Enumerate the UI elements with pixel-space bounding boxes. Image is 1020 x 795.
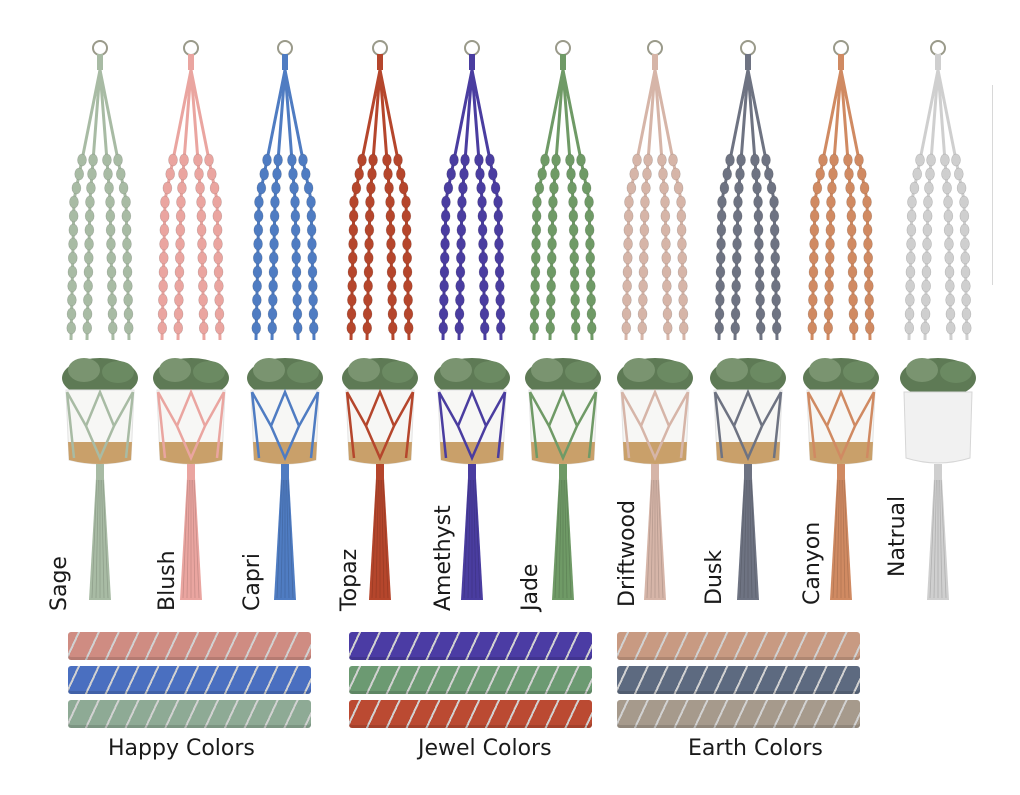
braided-swatch-row [349,666,592,694]
macrame-hanger-illustration [434,40,510,600]
hanger-natural: Natrual [885,40,986,610]
hanger-jade: Jade [515,40,611,611]
hanger-label: Natrual [885,495,910,577]
hanger-sage: Sage [47,40,148,611]
macrame-hanger-illustration [900,40,976,600]
hanger-label: Driftwood [615,500,640,607]
braided-swatch-row [68,666,311,694]
macrame-hanger-illustration [803,40,879,600]
image-edge-divider [992,85,993,285]
braided-swatch-row [68,700,311,728]
braided-swatch-row [349,632,592,660]
hanger-label: Capri [240,553,265,611]
macrame-hanger-illustration [153,40,229,600]
hanger-label: Dusk [702,549,727,605]
hanger-blush: Blush [143,40,239,611]
hanger-topaz: Topaz [332,40,428,611]
hanger-label: Blush [155,550,180,611]
braided-swatch-row [617,632,860,660]
hanger-driftwood: Driftwood [607,40,703,610]
macrame-hanger-illustration [525,40,601,600]
hanger-label: Jade [518,563,543,611]
group-label-happy: Happy Colors [108,736,255,761]
group-label-earth: Earth Colors [688,736,823,761]
hanger-label: Amethyst [431,505,456,611]
macrame-hanger-illustration [342,40,418,600]
hanger-capri: Capri [237,40,333,611]
braided-swatch-row [617,666,860,694]
macrame-hanger-illustration [62,40,138,600]
group-label-jewel: Jewel Colors [418,736,552,761]
braided-swatch-row [68,632,311,660]
macrame-hanger-illustration [617,40,693,600]
hanger-label: Sage [47,556,72,611]
macrame-hanger-illustration [247,40,323,600]
macrame-hanger-illustration [710,40,786,600]
hanger-dusk: Dusk [700,40,796,610]
braided-swatch-row [617,700,860,728]
hanger-canyon: Canyon [793,40,889,610]
braided-swatch-row [349,700,592,728]
hanger-label: Topaz [337,548,362,611]
hanger-amethyst: Amethyst [424,40,520,611]
hanger-label: Canyon [800,521,825,605]
